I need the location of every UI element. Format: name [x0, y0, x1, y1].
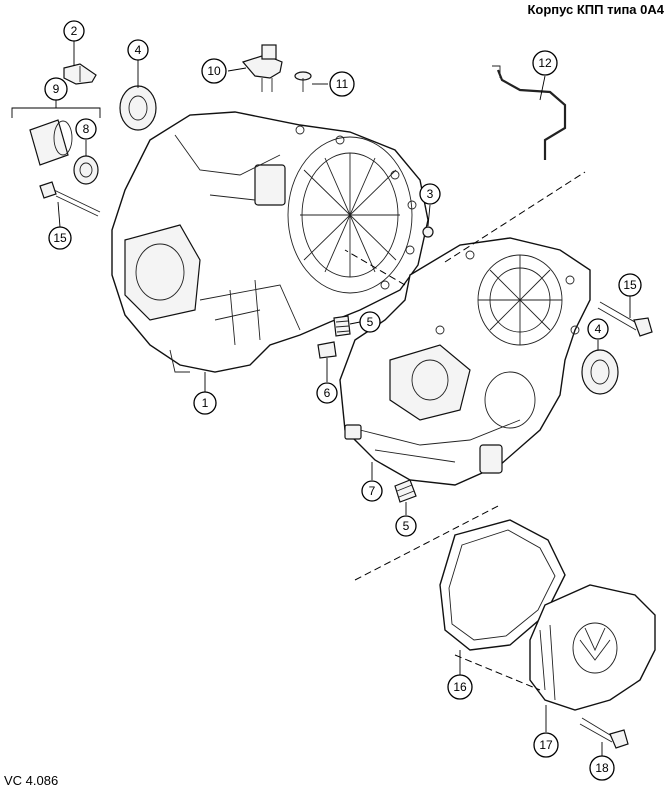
housing-cover — [529, 584, 656, 711]
callout-5-bottom: 5 — [395, 515, 417, 537]
screw-small — [294, 71, 312, 92]
oil-seal-right — [581, 349, 619, 395]
figure-title: Корпус КПП типа 0А4 — [527, 2, 664, 17]
svg-text:3: 3 — [427, 187, 434, 201]
cover-gasket — [439, 519, 566, 651]
callout-4-right: 4 — [587, 318, 609, 340]
svg-text:8: 8 — [83, 122, 90, 136]
callout-11: 11 — [329, 71, 355, 97]
svg-text:11: 11 — [336, 77, 349, 91]
gearbox-housing-rear — [339, 237, 591, 486]
svg-text:4: 4 — [135, 43, 142, 57]
callout-3: 3 — [419, 183, 441, 205]
leader-lines — [11, 41, 631, 756]
svg-text:6: 6 — [324, 386, 331, 400]
alignment-lines — [344, 171, 586, 691]
cover-bolt — [579, 717, 629, 749]
svg-text:5: 5 — [403, 519, 410, 533]
svg-text:15: 15 — [53, 231, 67, 245]
svg-text:7: 7 — [369, 484, 376, 498]
gearbox-housing-main — [111, 111, 429, 373]
callout-7: 7 — [361, 480, 383, 502]
svg-text:2: 2 — [71, 24, 78, 38]
bolt-left — [39, 181, 101, 217]
speed-sensor — [241, 44, 283, 92]
rubber-pad — [317, 341, 337, 359]
callout-12: 12 — [532, 50, 558, 76]
figure-code: VC 4.086 — [4, 773, 59, 788]
svg-text:18: 18 — [595, 761, 609, 775]
callout-6: 6 — [316, 382, 338, 404]
svg-text:5: 5 — [367, 315, 374, 329]
svg-text:16: 16 — [453, 680, 467, 694]
callout-16: 16 — [447, 674, 473, 700]
callout-5-top: 5 — [359, 311, 381, 333]
svg-text:9: 9 — [53, 82, 60, 96]
callout-4: 4 — [127, 39, 149, 61]
callout-8: 8 — [75, 118, 97, 140]
svg-text:10: 10 — [207, 64, 221, 78]
svg-text:1: 1 — [202, 396, 209, 410]
svg-text:15: 15 — [623, 278, 637, 292]
spring-top — [333, 315, 351, 337]
callout-2: 2 — [63, 20, 85, 42]
drain-plug — [422, 226, 434, 238]
spring-bottom — [394, 479, 417, 503]
callout-15-left: 15 — [48, 226, 72, 250]
callout-9: 9 — [44, 77, 68, 101]
callout-1: 1 — [193, 391, 217, 415]
svg-text:12: 12 — [538, 56, 552, 70]
callout-10: 10 — [201, 58, 227, 84]
bolt-right — [597, 301, 653, 337]
callout-15-right: 15 — [618, 273, 642, 297]
svg-text:17: 17 — [539, 738, 553, 752]
breather-pipe — [492, 65, 567, 160]
callout-18: 18 — [589, 755, 615, 781]
bushing-and-seal — [29, 119, 99, 185]
breather-plug — [63, 63, 97, 85]
oil-seal-top — [119, 85, 157, 131]
callout-17: 17 — [533, 732, 559, 758]
svg-text:4: 4 — [595, 322, 602, 336]
